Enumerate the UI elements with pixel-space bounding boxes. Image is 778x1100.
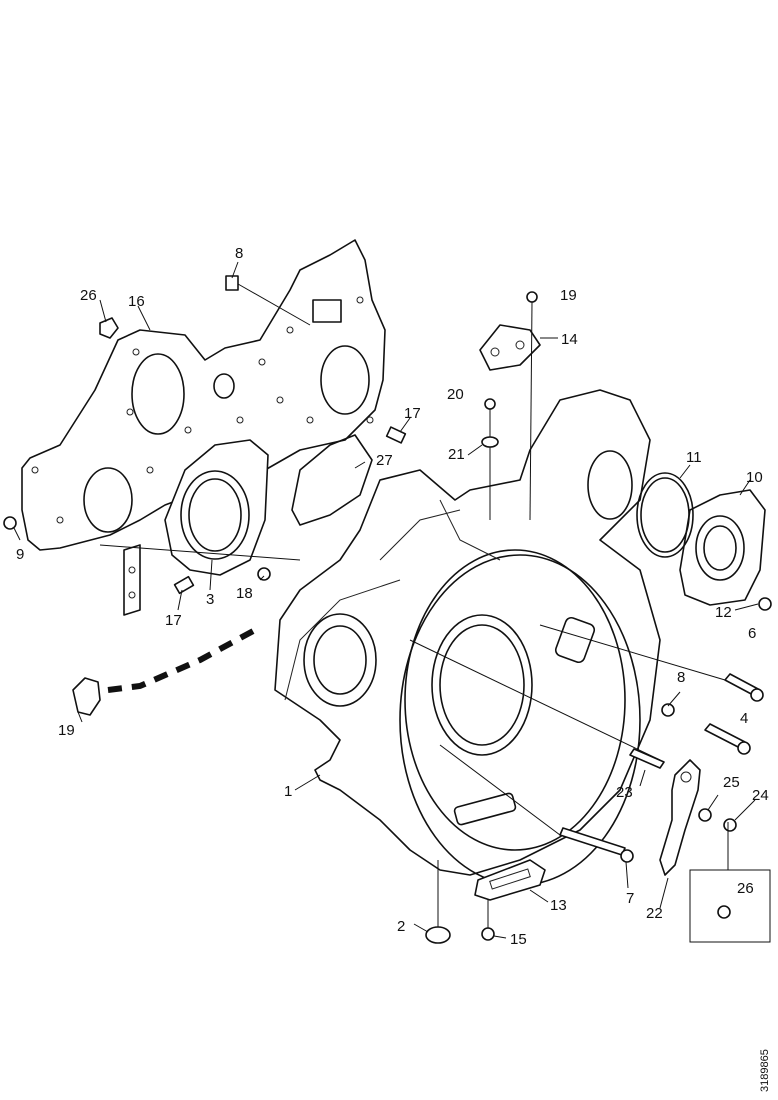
gasket-27 (291, 434, 373, 526)
washer-25 (698, 808, 712, 822)
cover-3 (164, 439, 269, 576)
washer-8-right (661, 703, 675, 717)
callout-12: 12 (715, 604, 732, 621)
callout-25: 25 (723, 774, 740, 791)
callout-14: 14 (561, 331, 578, 348)
nut-18 (257, 567, 271, 581)
nut-12 (758, 597, 772, 611)
callout-labels: 8 26 16 19 14 20 17 21 27 11 10 9 3 18 1… (16, 245, 769, 948)
callout-19-top: 19 (560, 287, 577, 304)
callout-3: 3 (206, 591, 214, 608)
callout-13: 13 (550, 897, 567, 914)
callout-26-box: 26 (737, 880, 754, 897)
assembly-path-dashed (107, 627, 257, 693)
bolt-4 (704, 723, 751, 755)
callout-7: 7 (626, 890, 634, 907)
washer-21 (481, 436, 499, 448)
callout-10: 10 (746, 469, 763, 486)
bolt-9 (3, 516, 17, 530)
callout-8-right: 8 (677, 669, 685, 686)
plug-19-left (72, 677, 101, 716)
nut-24 (723, 818, 737, 832)
bolt-7 (559, 827, 634, 863)
callout-16: 16 (128, 293, 145, 310)
flywheel-housing-1 (274, 389, 661, 886)
nut-26-top (99, 317, 119, 339)
cover-13 (474, 859, 546, 901)
callout-1: 1 (284, 783, 292, 800)
callout-6: 6 (748, 625, 756, 642)
callout-26-top: 26 (80, 287, 97, 304)
callout-22: 22 (646, 905, 663, 922)
bracket-22 (659, 759, 701, 876)
dowel-pin-17a (385, 426, 407, 444)
bolt-8-top (225, 275, 311, 326)
bolt-15 (481, 900, 495, 941)
leader-lines (13, 261, 759, 939)
o-ring-11 (636, 472, 694, 558)
callout-4: 4 (740, 710, 748, 727)
document-number: 3189865 (759, 1049, 771, 1092)
callout-17-left: 17 (165, 612, 182, 629)
dowel-pin-17b (173, 575, 195, 595)
bolt-6 (724, 673, 764, 702)
bolt-19-top (526, 291, 538, 521)
callout-9: 9 (16, 546, 24, 563)
callout-11: 11 (686, 449, 702, 466)
callout-17-top: 17 (404, 405, 421, 422)
stud-23 (629, 748, 665, 769)
timing-plate-16 (21, 239, 386, 551)
callout-15: 15 (510, 931, 527, 948)
plug-2 (425, 860, 451, 944)
callout-23: 23 (616, 784, 633, 801)
callout-2: 2 (397, 918, 405, 935)
callout-19-left: 19 (58, 722, 75, 739)
callout-18: 18 (236, 585, 253, 602)
callout-24: 24 (752, 787, 769, 804)
inset-box-26 (689, 822, 771, 943)
bracket-14 (479, 324, 541, 371)
callout-8-top: 8 (235, 245, 243, 262)
bracket-left (123, 544, 141, 616)
callout-21: 21 (448, 446, 465, 463)
bolt-20 (484, 398, 496, 520)
callout-20: 20 (447, 386, 464, 403)
cover-10 (679, 489, 766, 606)
callout-27: 27 (376, 452, 393, 469)
